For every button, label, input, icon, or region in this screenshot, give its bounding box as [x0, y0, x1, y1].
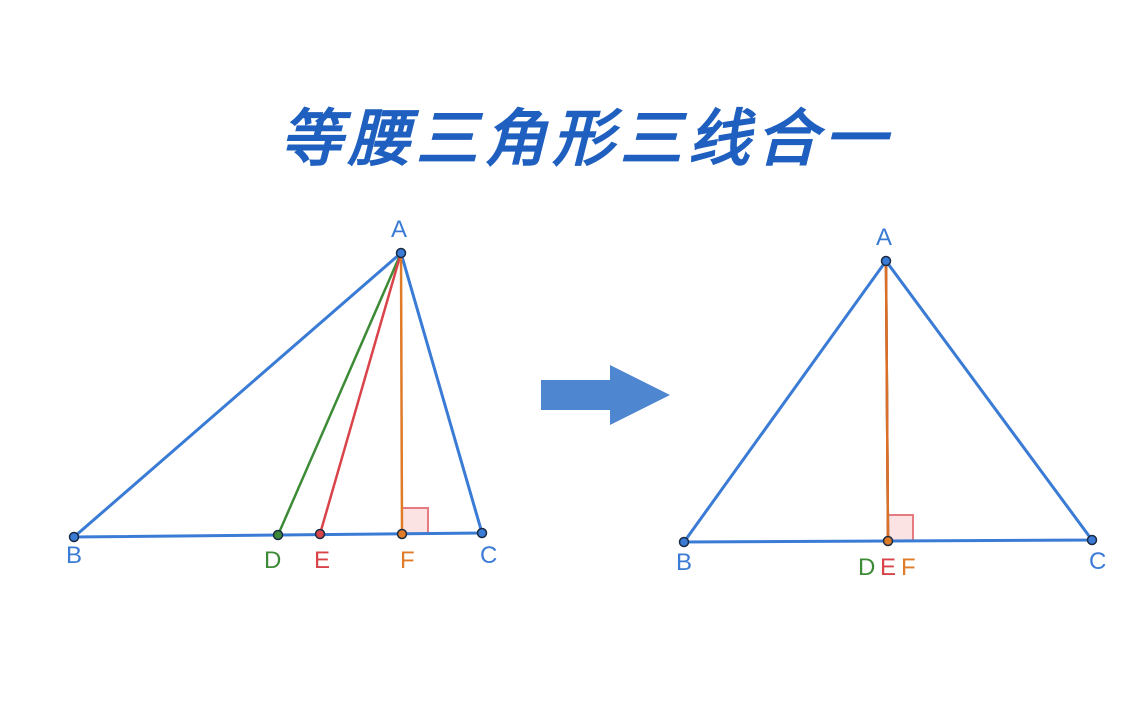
label-f: F — [901, 554, 916, 581]
label-f: F — [400, 547, 415, 574]
label-e: E — [314, 547, 330, 574]
page-title: 等腰三角形三线合一 — [279, 102, 892, 175]
altitude-af — [884, 260, 890, 542]
altitude-af — [399, 252, 404, 535]
point-e — [314, 528, 326, 540]
right-arrow-icon — [541, 365, 670, 425]
label-a: A — [876, 224, 892, 251]
point-a — [880, 255, 892, 267]
point-c — [476, 527, 488, 539]
label-c: C — [480, 542, 497, 569]
right-angle-mark — [887, 514, 914, 542]
point-b — [678, 536, 690, 548]
label-e: E — [880, 554, 896, 581]
left-figure: A B C D E F — [66, 216, 497, 574]
label-a: A — [391, 216, 407, 243]
point-def — [882, 535, 894, 547]
point-f — [396, 528, 408, 540]
point-c — [1086, 534, 1098, 546]
point-a — [395, 247, 407, 259]
label-b: B — [676, 549, 692, 576]
triangle-abc — [69, 250, 484, 539]
bisector-ae — [318, 252, 403, 535]
label-d: D — [858, 554, 875, 581]
label-b: B — [66, 542, 82, 569]
point-b — [68, 531, 80, 543]
label-c: C — [1089, 548, 1106, 575]
right-figure: A B C D E F — [676, 224, 1106, 581]
label-d: D — [264, 547, 281, 574]
right-angle-mark — [401, 507, 429, 535]
median-ad — [276, 252, 403, 536]
point-d — [272, 529, 284, 541]
